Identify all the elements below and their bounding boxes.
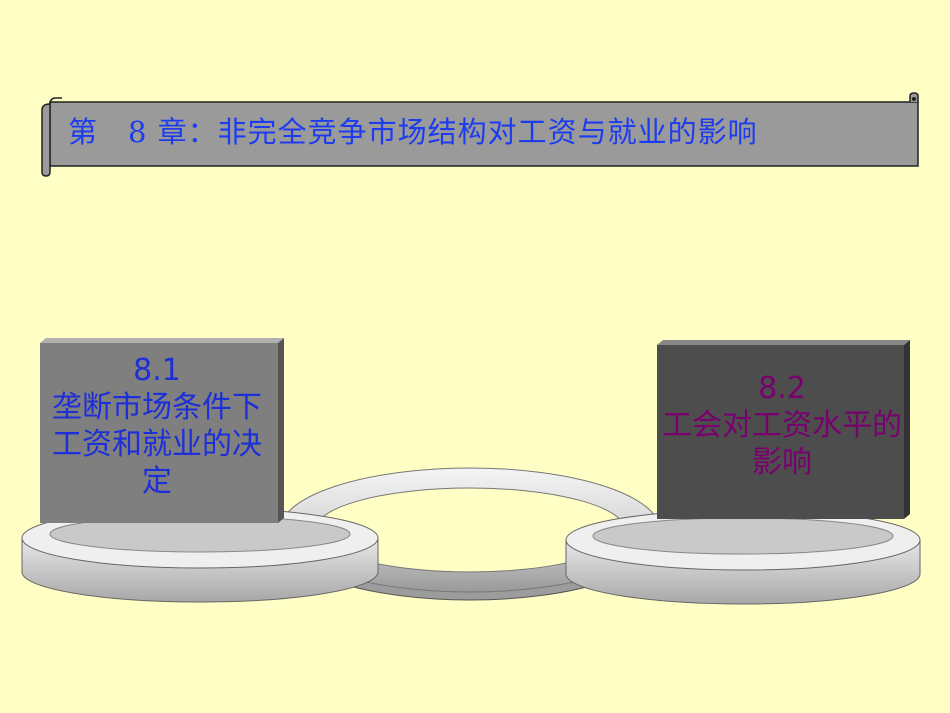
box-8-1 <box>40 338 284 523</box>
box-8-2-label: 8.2 工会对工资水平的影响 <box>662 370 902 481</box>
box-8-1-label: 8.1 垄断市场条件下工资和就业的决定 <box>52 352 262 500</box>
box-8-2 <box>657 340 910 519</box>
title-banner <box>41 92 919 177</box>
right-base-ring <box>565 509 921 605</box>
box-8-2-text: 工会对工资水平的影响 <box>662 408 902 480</box>
box-8-1-text: 垄断市场条件下工资和就业的决定 <box>52 390 262 499</box>
box-8-1-number: 8.1 <box>133 353 181 388</box>
slide-title: 第 8 章：非完全竞争市场结构对工资与就业的影响 <box>68 115 758 149</box>
box-8-2-number: 8.2 <box>758 371 806 406</box>
